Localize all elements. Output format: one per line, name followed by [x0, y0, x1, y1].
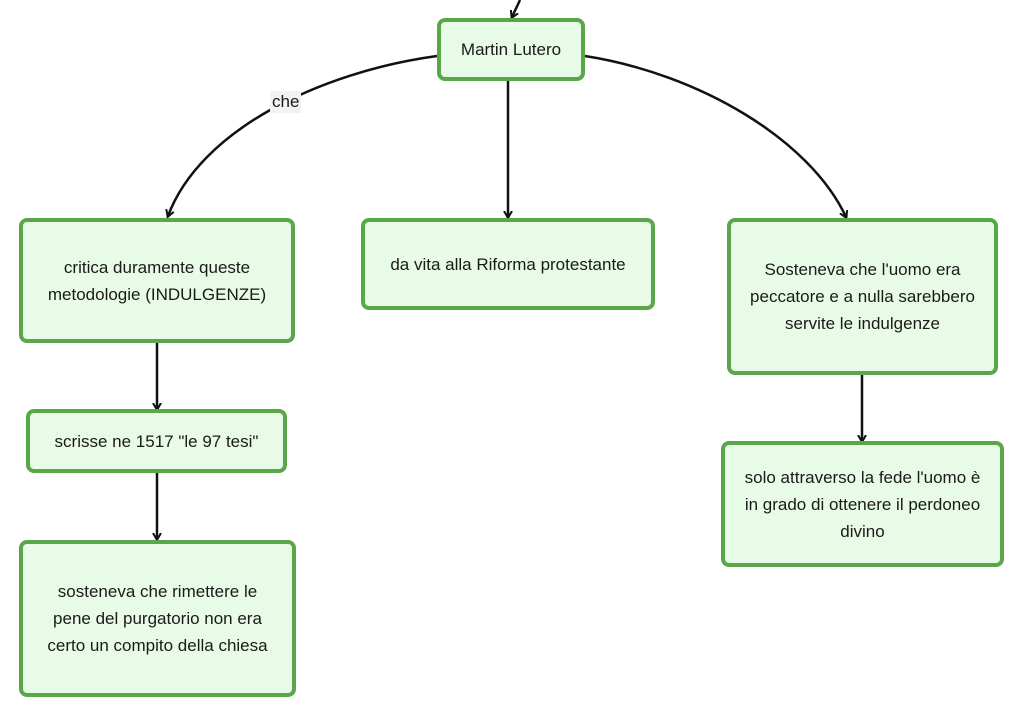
node-peccatore[interactable]: Sosteneva che l'uomo era peccatore e a n…	[727, 218, 998, 375]
edge-root-to-critica	[168, 54, 438, 216]
node-riforma-text: da vita alla Riforma protestante	[390, 254, 626, 274]
node-fede[interactable]: solo attraverso la fede l'uomo è in grad…	[721, 441, 1004, 567]
node-scrisse[interactable]: scrisse ne 1517 "le 97 tesi"	[26, 409, 287, 473]
node-critica[interactable]: critica duramente queste metodologie (IN…	[19, 218, 295, 343]
edge-incoming-root	[512, 0, 522, 17]
node-riforma[interactable]: da vita alla Riforma protestante	[361, 218, 655, 310]
node-critica-text: critica duramente queste metodologie (IN…	[47, 257, 267, 304]
node-martin-lutero-text: Martin Lutero	[460, 40, 562, 59]
node-martin-lutero[interactable]: Martin Lutero	[437, 18, 585, 81]
edge-root-to-peccatore	[584, 54, 846, 217]
node-scrisse-text: scrisse ne 1517 "le 97 tesi"	[54, 431, 259, 451]
node-sosteneva-chiesa[interactable]: sosteneva che rimettere le pene del purg…	[19, 540, 296, 697]
node-fede-text: solo attraverso la fede l'uomo è in grad…	[744, 467, 981, 541]
node-peccatore-text: Sosteneva che l'uomo era peccatore e a n…	[750, 260, 975, 333]
edge-label-che: che	[270, 91, 302, 113]
node-sosteneva-chiesa-text: sosteneva che rimettere le pene del purg…	[47, 582, 268, 655]
